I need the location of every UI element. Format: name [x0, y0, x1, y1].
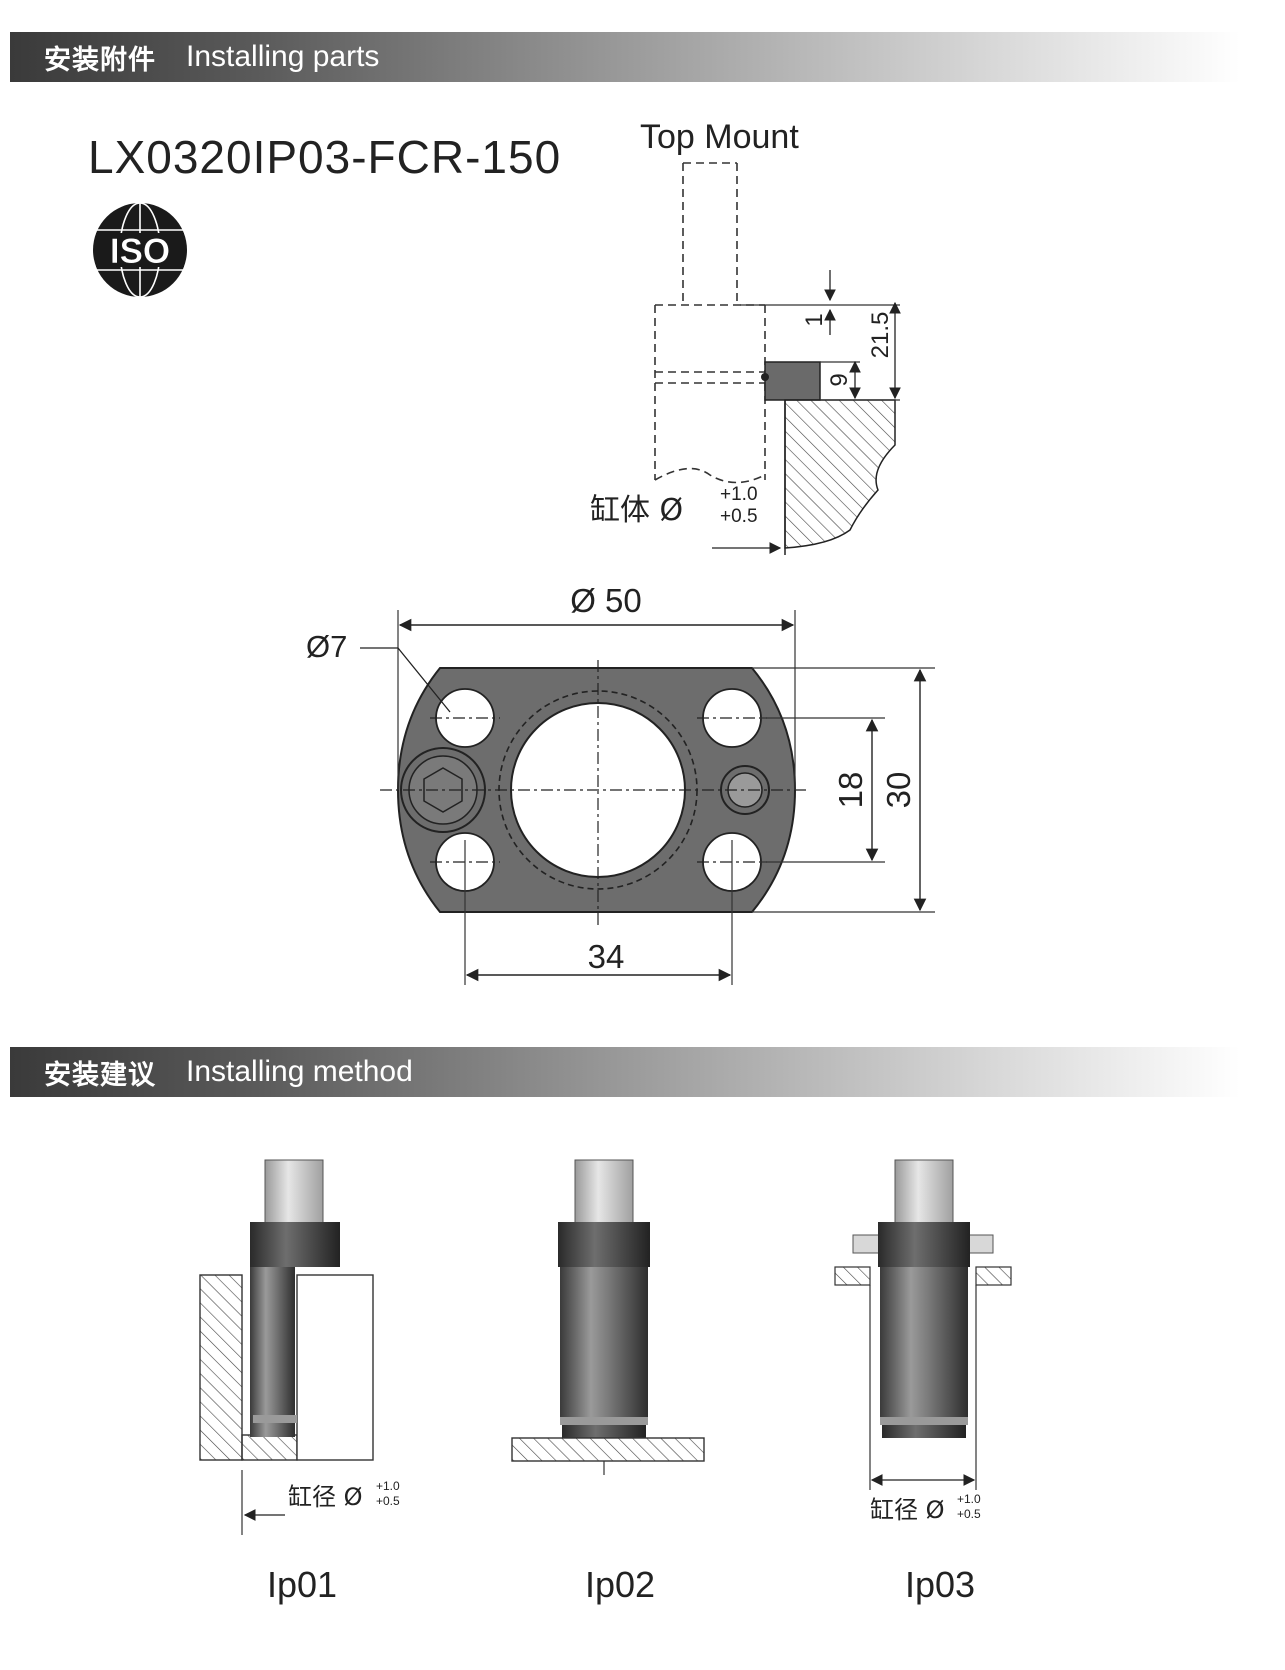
- dim-9: 9: [826, 373, 853, 386]
- ip03-tol-plus: +1.0: [957, 1492, 981, 1506]
- dim-1: 1: [801, 313, 828, 326]
- method-ip02: Ip02: [511, 1159, 705, 1605]
- bore-label: 缸体 Ø: [590, 493, 683, 528]
- dim-30: 30: [880, 772, 917, 809]
- ip03-bore-label: 缸径 Ø: [870, 1496, 945, 1524]
- dim-dia-7: Ø7: [306, 629, 347, 664]
- dim-34: 34: [588, 938, 625, 975]
- ip02-label: Ip02: [585, 1564, 655, 1605]
- tol-minus: +0.5: [720, 506, 758, 527]
- model-number: LX0320IP03-FCR-150: [88, 131, 562, 183]
- iso-logo-icon: ISO: [93, 202, 187, 298]
- section-title-cn: 安装建议: [44, 1059, 156, 1091]
- section-title-en: Installing method: [186, 1055, 413, 1088]
- ip01-label: Ip01: [267, 1564, 337, 1605]
- section-header-installing-parts: 安装附件 Installing parts: [10, 32, 1240, 82]
- top-mount-title: Top Mount: [640, 118, 799, 156]
- ip01-tol-minus: +0.5: [376, 1494, 400, 1508]
- ip01-tol-plus: +1.0: [376, 1479, 400, 1493]
- ip03-label: Ip03: [905, 1564, 975, 1605]
- flange-diagram: Ø 50 Ø7 34 18 30: [306, 582, 935, 985]
- tol-plus: +1.0: [720, 484, 758, 505]
- ip01-bore-label: 缸径 Ø: [288, 1483, 363, 1511]
- svg-text:ISO: ISO: [110, 232, 170, 271]
- method-ip01: 缸径 Ø +1.0 +0.5 Ip01: [199, 1159, 400, 1605]
- section-title-cn: 安装附件: [44, 44, 156, 76]
- dim-21-5: 21.5: [867, 312, 894, 359]
- section-title-en: Installing parts: [186, 40, 380, 73]
- section-header-installing-method: 安装建议 Installing method: [10, 1047, 1240, 1097]
- top-mount-diagram: Top Mount 1 9 21.5: [590, 118, 901, 555]
- dim-18: 18: [832, 772, 869, 809]
- method-ip03: 缸径 Ø +1.0 +0.5 Ip03: [834, 1159, 1012, 1605]
- ip03-tol-minus: +0.5: [957, 1507, 981, 1521]
- dim-dia-50: Ø 50: [570, 582, 642, 619]
